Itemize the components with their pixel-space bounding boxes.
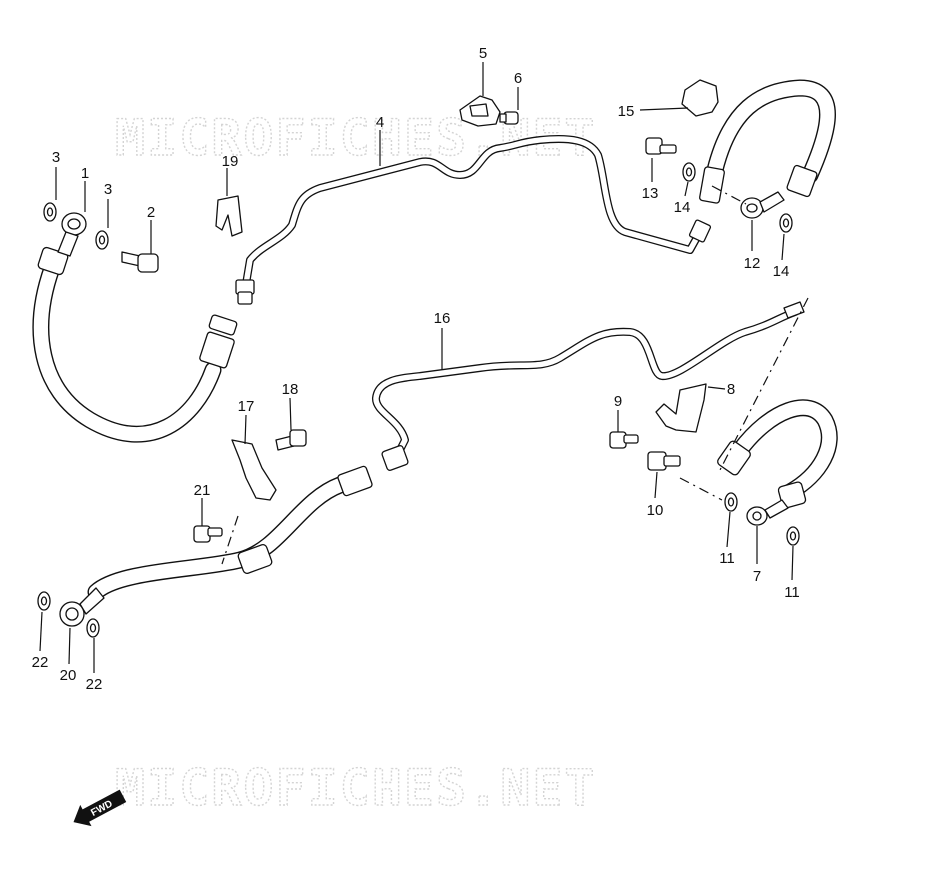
callout-6: 6 — [514, 70, 522, 87]
callout-8: 8 — [727, 381, 735, 398]
bolt-6 — [499, 111, 519, 125]
bolt-18 — [275, 429, 307, 451]
callout-9: 9 — [614, 393, 622, 410]
callout-16: 16 — [434, 310, 451, 327]
callout-10: 10 — [647, 502, 664, 519]
callout-11a: 11 — [719, 550, 735, 567]
callout-14a: 14 — [674, 199, 691, 216]
callout-labels: 1 2 3 3 4 5 6 7 8 9 10 11 11 12 13 14 14… — [32, 45, 800, 693]
callout-3b: 3 — [104, 181, 112, 198]
callout-20: 20 — [60, 667, 77, 684]
callout-17: 17 — [238, 398, 255, 415]
callout-14b: 14 — [773, 263, 790, 280]
bracket-15 — [681, 79, 719, 117]
callout-15: 15 — [618, 103, 635, 120]
bolt-2 — [121, 251, 159, 273]
callout-3a: 3 — [52, 149, 60, 166]
callout-19: 19 — [222, 153, 239, 170]
watermark-bottom: MICROFICHES.NET — [115, 759, 597, 817]
callout-11b: 11 — [784, 584, 800, 601]
callout-22a: 22 — [32, 654, 49, 671]
bolt-21 — [193, 525, 223, 543]
callout-22b: 22 — [86, 676, 103, 693]
bolt-10 — [647, 451, 681, 471]
alignment-line-lower-left — [221, 515, 239, 565]
callout-13: 13 — [642, 185, 659, 202]
callout-21: 21 — [194, 482, 211, 499]
hose-12 — [699, 79, 836, 219]
watermark-top: MICROFICHES.NET — [115, 109, 597, 167]
bracket-17 — [231, 439, 277, 501]
hose-1 — [32, 212, 238, 443]
bolt-9 — [609, 431, 639, 449]
callout-12: 12 — [744, 255, 761, 272]
callout-2: 2 — [147, 204, 155, 221]
alignment-line-lower-right — [679, 477, 723, 501]
leader-lines — [39, 62, 794, 673]
bolt-13 — [645, 137, 677, 155]
bracket-8 — [655, 383, 707, 433]
callout-1: 1 — [81, 165, 89, 182]
fwd-label: FWD — [89, 798, 114, 818]
callout-4: 4 — [376, 114, 384, 131]
callout-5: 5 — [479, 45, 487, 62]
callout-18: 18 — [282, 381, 299, 398]
alignment-line-right — [719, 297, 809, 471]
pipe-4 — [235, 134, 712, 305]
pipe-16 — [372, 301, 805, 471]
hose-7 — [717, 399, 838, 526]
alignment-line-upper — [711, 185, 747, 205]
clamp-5 — [459, 95, 501, 127]
callout-7: 7 — [753, 568, 761, 585]
clip-19 — [215, 195, 243, 237]
hose-20 — [59, 465, 373, 627]
